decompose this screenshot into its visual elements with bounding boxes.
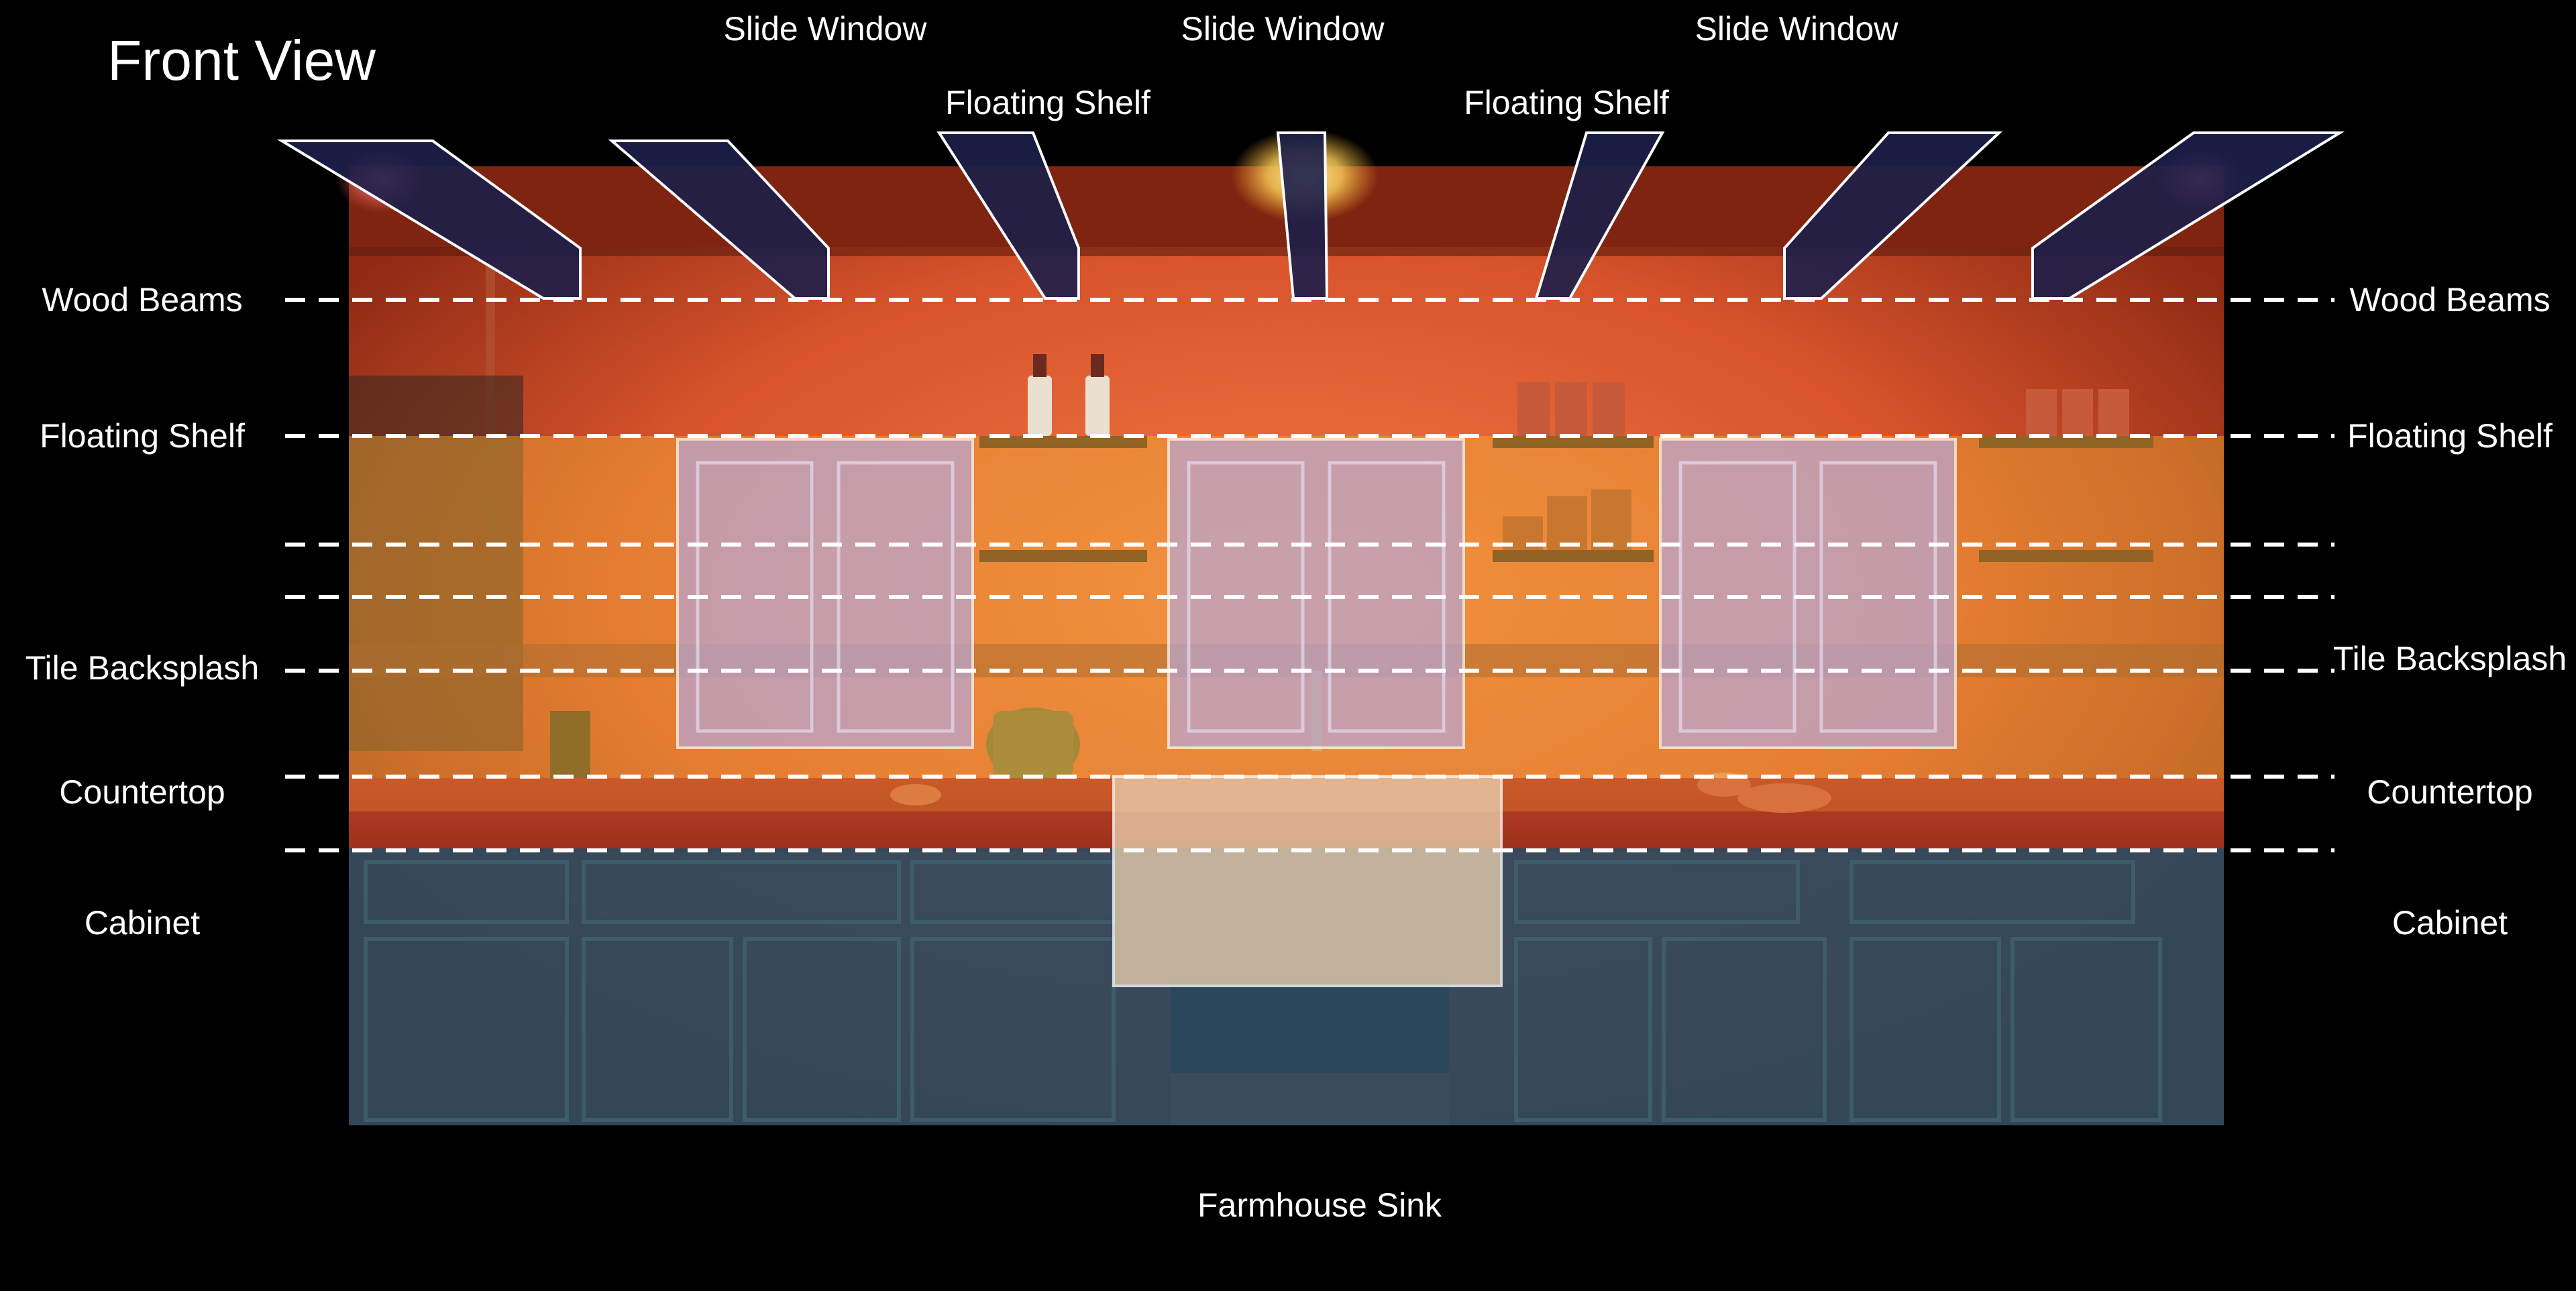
label-farmhouse-sink: Farmhouse Sink <box>1197 1186 1442 1224</box>
label-floating-shelf-right: Floating Shelf <box>1464 84 1669 121</box>
farmhouse-sink-overlay <box>1112 775 1503 987</box>
slide-window-right-overlay <box>1659 438 1957 749</box>
wood-beams-overlay <box>276 131 2345 300</box>
label-floating-shelf-left: Floating Shelf <box>945 84 1150 121</box>
label-right-floating-shelf: Floating Shelf <box>2347 417 2553 455</box>
region-overlays <box>276 131 2345 1125</box>
page-title: Front View <box>107 29 376 92</box>
label-right-countertop: Countertop <box>2367 773 2533 811</box>
label-slide-window-center: Slide Window <box>1181 10 1385 48</box>
label-left-floating-shelf: Floating Shelf <box>40 417 245 455</box>
label-right-cabinet: Cabinet <box>2392 904 2508 942</box>
label-left-tile-backsplash: Tile Backsplash <box>25 649 260 687</box>
label-right-tile-backsplash: Tile Backsplash <box>2332 640 2567 677</box>
label-left-countertop: Countertop <box>59 773 225 811</box>
guide-lines <box>285 298 2334 852</box>
label-left-wood-beams: Wood Beams <box>42 281 243 319</box>
slide-window-center-overlay <box>1167 438 1465 749</box>
label-left-cabinet: Cabinet <box>84 904 201 942</box>
slide-window-left-overlay <box>676 438 974 749</box>
label-right-wood-beams: Wood Beams <box>2349 281 2551 319</box>
label-slide-window-left: Slide Window <box>723 10 927 48</box>
label-slide-window-right: Slide Window <box>1695 10 1898 48</box>
